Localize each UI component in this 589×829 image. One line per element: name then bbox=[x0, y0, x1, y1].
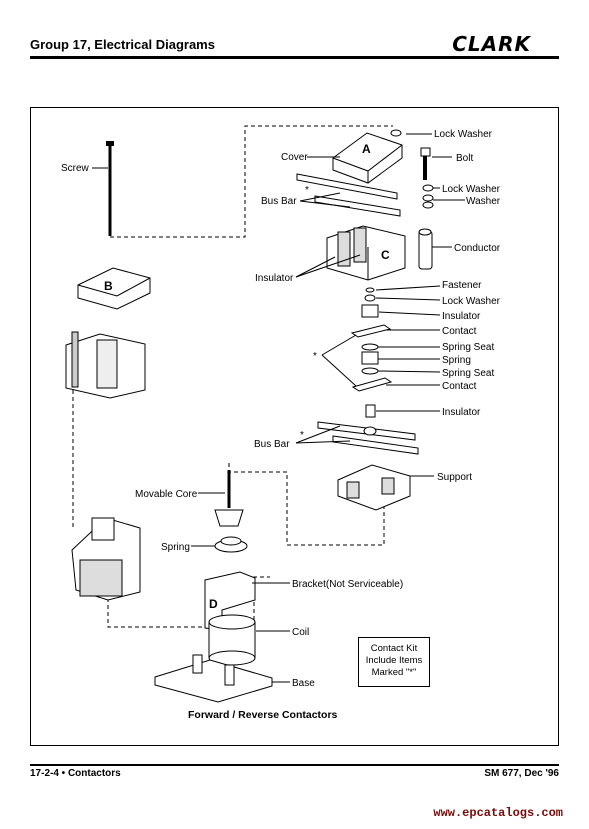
label-coil: Coil bbox=[292, 627, 309, 638]
label-lock-washer-2: Lock Washer bbox=[442, 184, 501, 195]
contactor-assembly-part bbox=[71, 517, 141, 601]
spring-core-part bbox=[214, 536, 248, 553]
asterisk-contacts: * bbox=[313, 351, 317, 362]
lock-washer-top-part bbox=[390, 129, 402, 137]
part-letter-d: D bbox=[209, 597, 218, 611]
label-lock-washer-3: Lock Washer bbox=[442, 296, 501, 307]
label-contact-1: Contact bbox=[442, 326, 477, 337]
page-title: Group 17, Electrical Diagrams bbox=[30, 37, 215, 52]
label-screw: Screw bbox=[61, 163, 90, 174]
label-spring-seat-1: Spring Seat bbox=[442, 342, 494, 353]
bracket-d-part bbox=[204, 571, 256, 631]
note-line-1: Contact Kit bbox=[370, 643, 418, 654]
label-insulator-2: Insulator bbox=[442, 311, 481, 322]
diagram-frame bbox=[30, 107, 559, 746]
part-letter-c: C bbox=[381, 248, 390, 262]
diagram-caption: Forward / Reverse Contactors bbox=[188, 709, 338, 721]
movable-core-part bbox=[214, 470, 244, 527]
coil-part bbox=[208, 614, 256, 666]
footer-rule bbox=[30, 764, 559, 766]
label-spring-core: Spring bbox=[161, 542, 190, 553]
label-cover: Cover bbox=[281, 152, 308, 163]
watermark: www.epcatalogs.com bbox=[433, 806, 563, 820]
label-insulator-3: Insulator bbox=[442, 407, 481, 418]
label-bus-bar-top: Bus Bar bbox=[261, 196, 297, 207]
label-lock-washer-top: Lock Washer bbox=[434, 129, 493, 140]
washer-part bbox=[422, 184, 434, 209]
part-letter-b: B bbox=[104, 279, 113, 293]
label-spring-mid: Spring bbox=[442, 355, 471, 366]
base-part bbox=[154, 654, 273, 703]
note-line-2: Include Items bbox=[365, 655, 423, 666]
label-bracket: Bracket(Not Serviceable) bbox=[292, 579, 403, 590]
label-fastener: Fastener bbox=[442, 280, 482, 291]
label-contact-2: Contact bbox=[442, 381, 477, 392]
label-base: Base bbox=[292, 678, 315, 689]
brand-logo: CLARK bbox=[452, 32, 531, 56]
label-washer: Washer bbox=[466, 196, 501, 207]
part-letter-a: A bbox=[362, 142, 371, 156]
bolt-part bbox=[420, 147, 431, 180]
label-support: Support bbox=[437, 472, 472, 483]
footer-manual-ref: SM 677, Dec '96 bbox=[484, 768, 559, 779]
insulator-block-c-part bbox=[326, 225, 406, 281]
contact-stack-part bbox=[350, 287, 393, 418]
housing-b-part bbox=[77, 267, 151, 310]
header-rule bbox=[30, 56, 559, 59]
asterisk-bus-bar-top: * bbox=[305, 185, 309, 196]
label-bus-bar-bottom: Bus Bar bbox=[254, 439, 290, 450]
label-conductor: Conductor bbox=[454, 243, 501, 254]
label-spring-seat-2: Spring Seat bbox=[442, 368, 494, 379]
label-movable-core: Movable Core bbox=[135, 489, 198, 500]
note-line-3: Marked "*" bbox=[371, 667, 417, 678]
contact-kit-note: Contact Kit Include Items Marked "*" bbox=[358, 637, 430, 687]
support-part bbox=[337, 464, 411, 511]
bus-bar-bottom-part bbox=[317, 421, 419, 455]
bus-bar-top-part bbox=[296, 173, 401, 217]
label-bolt: Bolt bbox=[456, 153, 473, 164]
label-insulator-c: Insulator bbox=[255, 273, 294, 284]
leader-lines bbox=[92, 133, 465, 683]
asterisk-bus-bar-bottom: * bbox=[300, 430, 304, 441]
screw-part bbox=[106, 141, 114, 236]
conductor-part bbox=[418, 228, 433, 270]
cover-part bbox=[332, 132, 403, 184]
footer-page-ref: 17-2-4 • Contactors bbox=[30, 768, 121, 779]
frame-assembly-part bbox=[65, 331, 146, 399]
